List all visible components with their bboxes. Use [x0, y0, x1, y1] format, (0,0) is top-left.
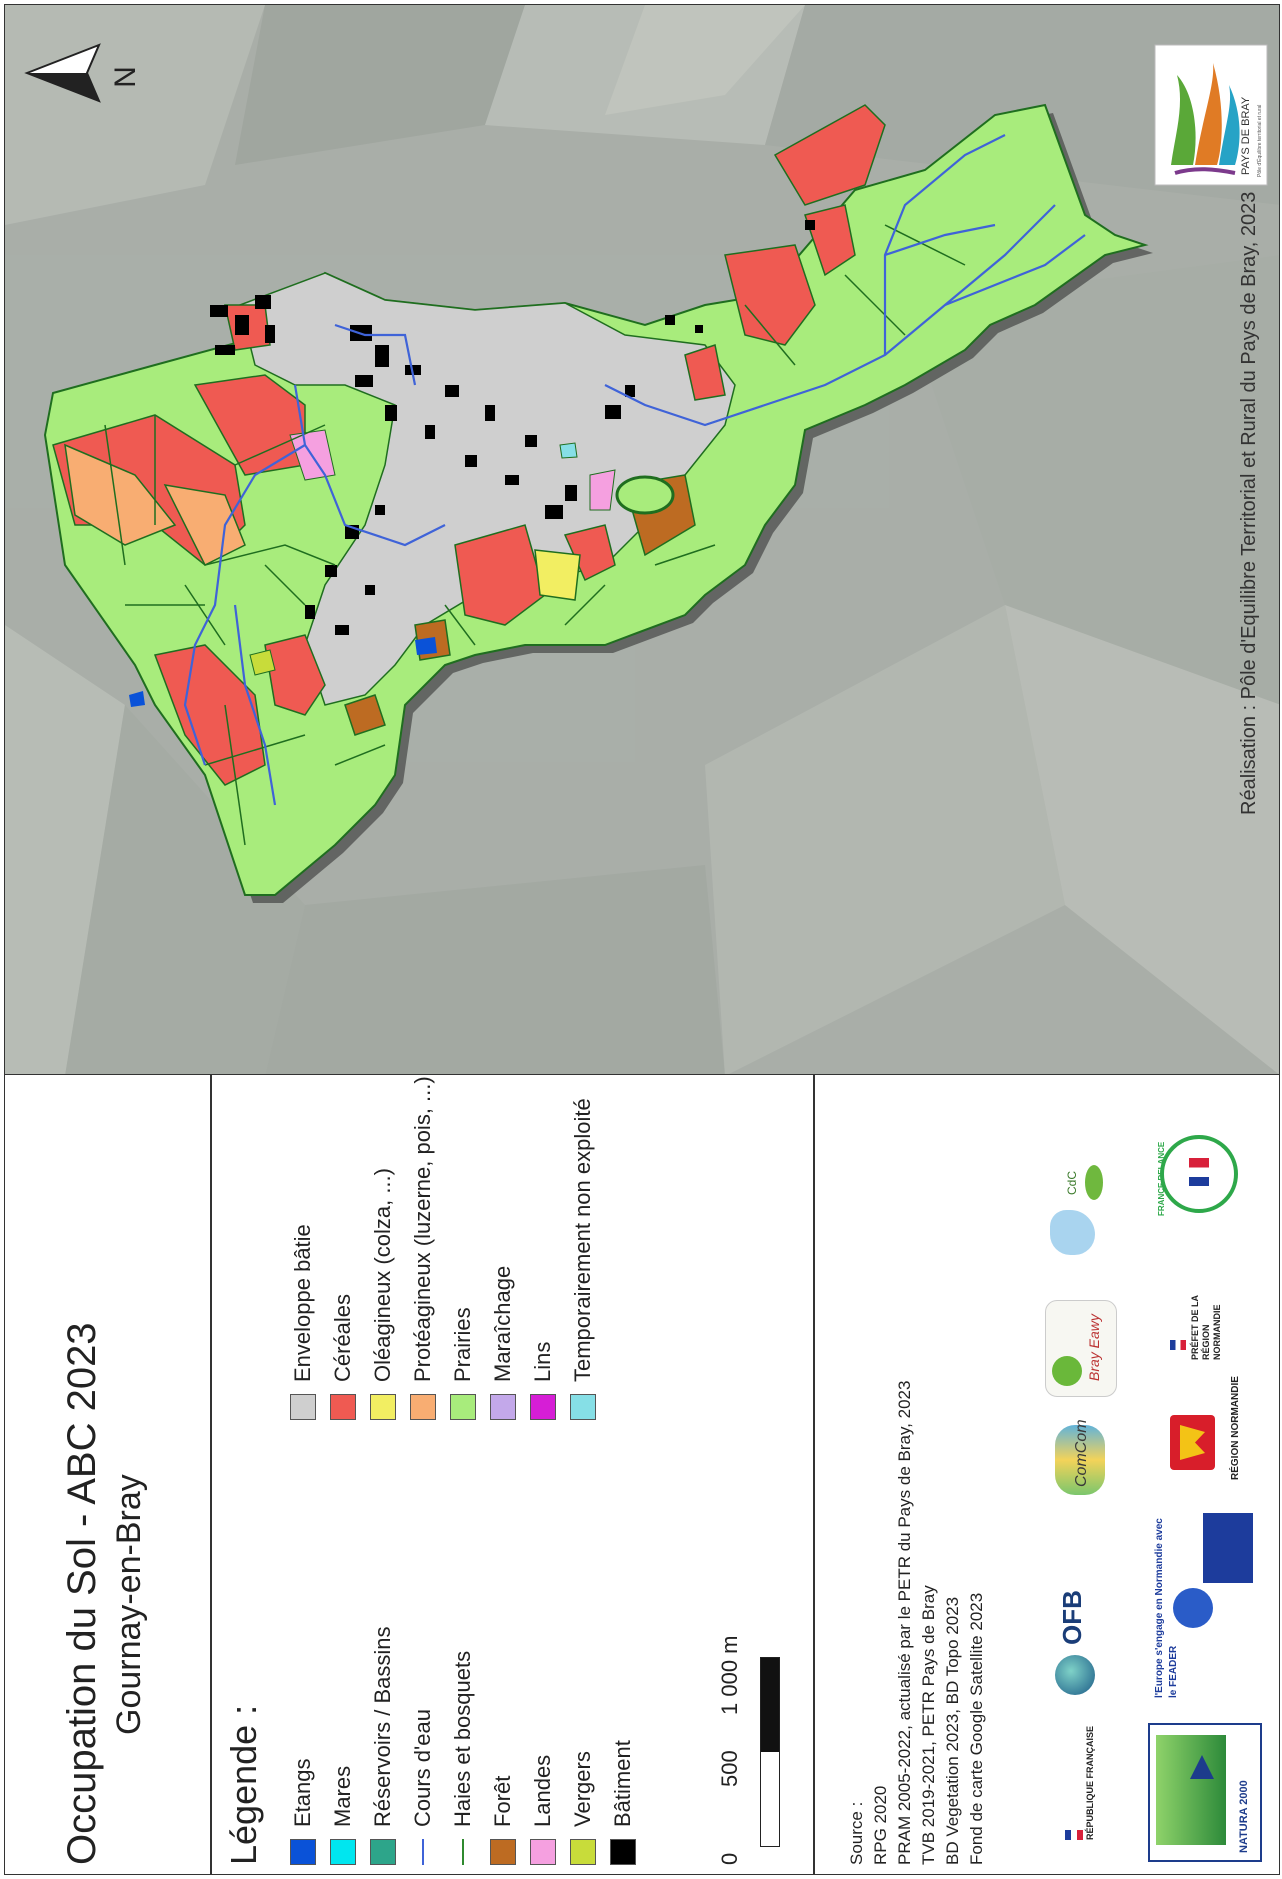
source-line: BD Vegetation 2023, BD Topo 2023: [943, 1596, 962, 1865]
legend-swatch: [370, 1394, 396, 1420]
legend-swatch: [530, 1839, 556, 1865]
layout-panel: Occupation du Sol - ABC 2023 Gournay-en-…: [4, 1075, 1280, 1875]
legend-label: Etangs: [290, 1758, 315, 1828]
legend-swatch: [490, 1394, 516, 1420]
legend-label: Enveloppe bâtie: [290, 1224, 315, 1382]
source-line: Fond de carte Google Satellite 2023: [967, 1592, 986, 1865]
legend-item: Etangs: [287, 1626, 319, 1865]
legend-swatch: [450, 1394, 476, 1420]
republique-francaise-logo: RÉPUBLIQUE FRANÇAISE: [1035, 1726, 1125, 1855]
legend-left-column: Etangs Mares Réservoirs / Bassins Cours d'e…: [287, 1626, 639, 1865]
legend-item: Oléagineux (colza, ...): [367, 1076, 399, 1420]
legend-label: Lins: [530, 1341, 555, 1382]
legend-swatch: [530, 1394, 556, 1420]
legend-item: Réservoirs / Bassins: [367, 1626, 399, 1865]
legend-label: Oléagineux (colza, ...): [370, 1168, 395, 1382]
scale-bar: [760, 1657, 780, 1847]
cdc-logo: CdC: [1045, 1155, 1120, 1265]
legend-item: Enveloppe bâtie: [287, 1076, 319, 1420]
legend-swatch: [370, 1839, 396, 1865]
europe-sengage-logo: l'Europe s'engage en Normandie avec le F…: [1143, 1503, 1263, 1703]
legend-label: Cours d'eau: [410, 1709, 435, 1827]
legend-item: Haies et bosquets: [447, 1626, 479, 1865]
pays-de-bray-logo-subtext: Pôle d'Équilibre territorial et rural: [1256, 105, 1263, 177]
pays-de-bray-logo-text: PAYS DE BRAY: [1240, 96, 1252, 175]
legend-label: Céréales: [330, 1293, 355, 1382]
legend-swatch: [490, 1839, 516, 1865]
source-line: RPG 2020: [871, 1785, 890, 1865]
north-label: N: [109, 66, 142, 88]
sources-heading: Source :: [847, 1801, 866, 1865]
legend-swatch: [330, 1394, 356, 1420]
legend-item: Protéagineux (luzerne, pois, ...): [407, 1076, 439, 1420]
legend-right-column: Enveloppe bâtie Céréales Oléagineux (colza…: [287, 1076, 599, 1420]
legend-swatch: [570, 1394, 596, 1420]
legend-label: Temporairement non exploité: [570, 1098, 595, 1382]
legend-label: Bâtiment: [610, 1740, 635, 1827]
panel-divider-sources: [813, 1075, 815, 1875]
legend-item: Prairies: [447, 1076, 479, 1420]
legend-swatch: [450, 1839, 476, 1865]
map-title: Occupation du Sol - ABC 2023: [60, 1322, 104, 1865]
scale-bar-black: [761, 1658, 779, 1752]
prefet-normandie-logo: PRÉFET DE LA RÉGION NORMANDIE: [1150, 1270, 1260, 1370]
legend-item: Lins: [527, 1076, 559, 1420]
legend-swatch: [410, 1839, 436, 1865]
scale-label-500: 500: [717, 1750, 742, 1787]
legend-label: Haies et bosquets: [450, 1650, 475, 1827]
france-relance-logo: FRANCE RELANCE: [1155, 1130, 1245, 1220]
legend-swatch: [410, 1394, 436, 1420]
source-line: TVB 2019-2021, PETR Pays de Bray: [919, 1585, 938, 1865]
sources-block: Source : RPG 2020 PRAM 2005-2022, actual…: [845, 1381, 989, 1865]
legend-swatch: [570, 1839, 596, 1865]
scale-label-1000: 1 000 m: [717, 1635, 742, 1716]
legend-swatch: [290, 1839, 316, 1865]
bray-eawy-logo: Bray Eawy: [1045, 1300, 1117, 1397]
legend-swatch: [610, 1839, 636, 1865]
legend-label: Protéagineux (luzerne, pois, ...): [410, 1076, 435, 1382]
legend-label: Prairies: [450, 1307, 475, 1382]
legend-label: Landes: [530, 1754, 555, 1827]
legend-label: Vergers: [570, 1751, 595, 1827]
legend-label: Mares: [330, 1765, 355, 1827]
region-normandie-logo: RÉGION NORMANDIE: [1150, 1376, 1260, 1490]
legend-item: Cours d'eau: [407, 1626, 439, 1865]
legend-label: Réservoirs / Bassins: [370, 1626, 395, 1827]
land-use-map: [43, 103, 1153, 903]
legend-item: Vergers: [567, 1626, 599, 1865]
legend-label: Forêt: [490, 1775, 515, 1827]
natura-2000-logo: NATURA 2000: [1148, 1723, 1262, 1862]
legend-item: Céréales: [327, 1076, 359, 1420]
legend-item: Maraîchage: [487, 1076, 519, 1420]
legend-item: Temporairement non exploité: [567, 1076, 599, 1420]
ofb-logo: OFB: [1045, 1585, 1125, 1705]
map-frame: N Réalisation : Pôle d'Equilibre Territo…: [4, 4, 1280, 1075]
source-line: PRAM 2005-2022, actualisé par le PETR du…: [895, 1380, 914, 1865]
map-canvas: N Réalisation : Pôle d'Equilibre Territo…: [5, 5, 1279, 1074]
panel-divider-title: [210, 1075, 212, 1875]
north-arrow-icon: [24, 43, 101, 103]
scale-label-0: 0: [717, 1852, 742, 1865]
legend-label: Maraîchage: [490, 1265, 515, 1382]
legend-heading: Légende :: [223, 1704, 264, 1865]
legend-item: Landes: [527, 1626, 559, 1865]
legend-swatch: [330, 1839, 356, 1865]
pays-de-bray-logo: PAYS DE BRAY Pôle d'Équilibre territoria…: [1154, 44, 1268, 186]
legend-item: Bâtiment: [607, 1626, 639, 1865]
legend-swatch: [290, 1394, 316, 1420]
map-subtitle: Gournay-en-Bray: [110, 1474, 148, 1735]
map-credit: Réalisation : Pôle d'Equilibre Territori…: [1238, 192, 1260, 815]
legend-item: Mares: [327, 1626, 359, 1865]
legend-item: Forêt: [487, 1626, 519, 1865]
comcom-logo: ComCom: [1045, 1415, 1125, 1505]
